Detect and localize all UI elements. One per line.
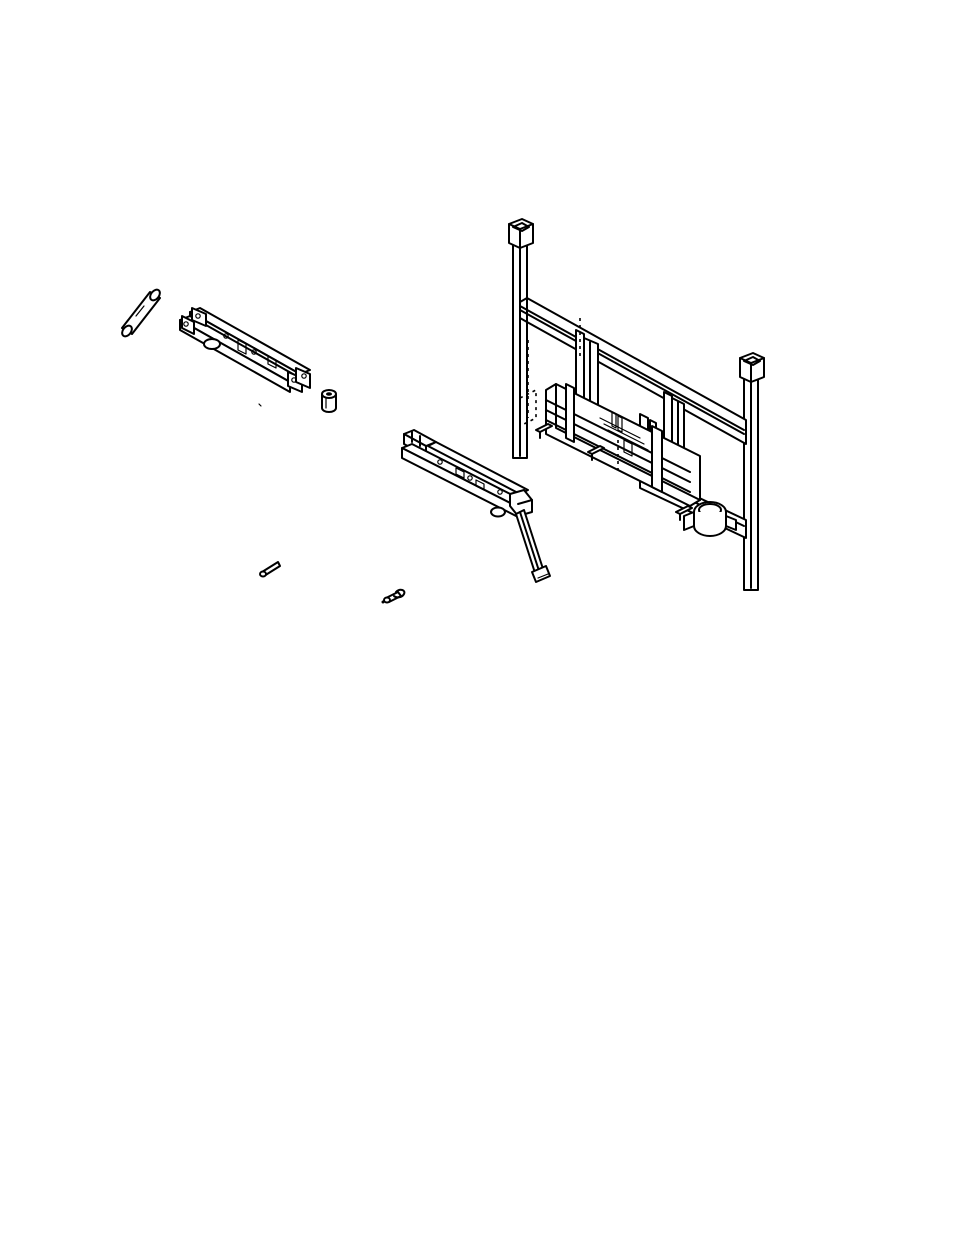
main-frame: [509, 219, 764, 590]
roller-tube: [120, 288, 162, 338]
pin-with-clip: [382, 590, 405, 604]
pin-short: [260, 562, 280, 577]
tick-mark: [259, 404, 261, 406]
left-post: [509, 219, 533, 458]
right-post: [740, 353, 764, 590]
support-strut: [516, 510, 550, 582]
spacer-bushing: [322, 390, 336, 412]
upper-arm-assembly: [180, 308, 310, 392]
